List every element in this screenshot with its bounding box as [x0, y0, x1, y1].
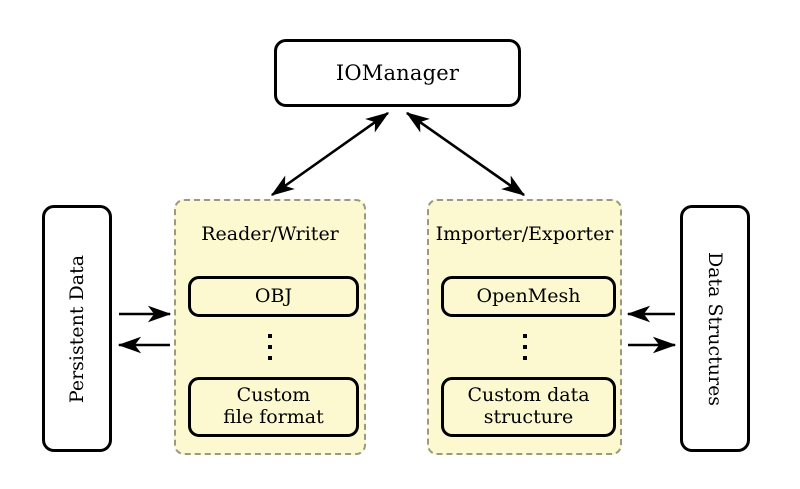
node-data-structures[interactable]: Data Structures [680, 205, 750, 452]
group-reader-writer-title: Reader/Writer [201, 223, 339, 245]
importer-exporter-ellipsis-icon [429, 327, 620, 360]
node-obj-label: OBJ [254, 284, 293, 307]
node-persistent-data-label: Persistent Data [66, 254, 88, 403]
node-obj[interactable]: OBJ [188, 276, 359, 317]
reader-writer-ellipsis-icon [176, 327, 364, 360]
node-openmesh[interactable]: OpenMesh [441, 276, 616, 317]
edge-manager-importer-exporter [405, 111, 526, 197]
group-importer-exporter-title: Importer/Exporter [435, 223, 614, 245]
edge-manager-reader-writer [270, 111, 390, 197]
node-persistent-data[interactable]: Persistent Data [42, 205, 112, 452]
node-data-structures-label: Data Structures [704, 251, 726, 406]
node-openmesh-label: OpenMesh [476, 284, 581, 307]
node-iomanager[interactable]: IOManager [274, 39, 521, 107]
node-iomanager-label: IOManager [335, 61, 460, 85]
